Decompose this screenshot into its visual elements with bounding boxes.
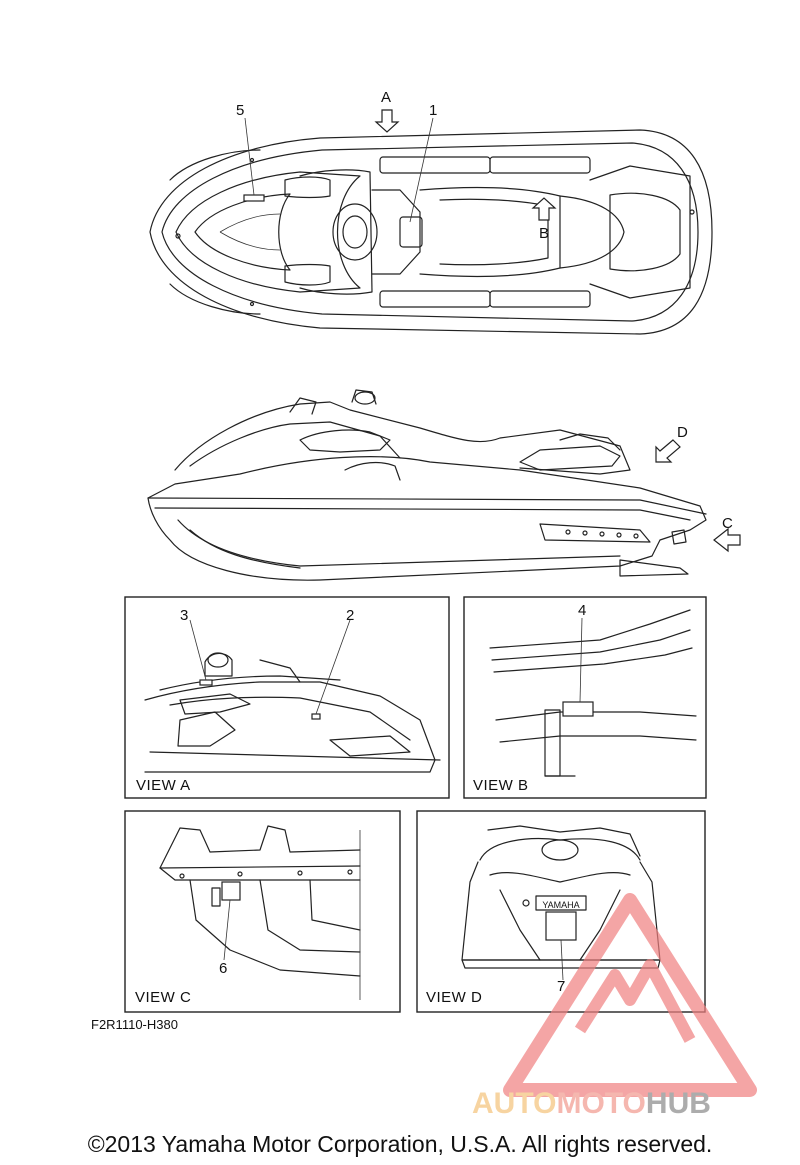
callout-b-top: B	[539, 225, 549, 242]
view-d-label: VIEW D	[426, 989, 482, 1006]
brand-plate: YAMAHA	[542, 900, 579, 910]
callout-7: 7	[557, 978, 565, 995]
watermark-auto: AUTO	[472, 1087, 556, 1120]
callout-c-side: C	[722, 515, 733, 532]
watercraft-top-view	[149, 109, 713, 335]
watercraft-side-view	[147, 389, 741, 581]
watermark: AUTOMOTOHUB	[472, 893, 757, 1120]
callout-6: 6	[219, 960, 227, 977]
watermark-hub: HUB	[646, 1087, 711, 1120]
callout-d-side: D	[677, 424, 688, 441]
callout-2: 2	[346, 607, 354, 624]
view-a-label: VIEW A	[136, 777, 191, 794]
view-b-panel	[463, 596, 707, 799]
copyright-notice: ©2013 Yamaha Motor Corporation, U.S.A. A…	[88, 1131, 713, 1157]
drawing-code: F2R1110-H380	[91, 1017, 178, 1032]
view-c-label: VIEW C	[135, 989, 191, 1006]
watermark-logo	[503, 893, 757, 1097]
callout-4: 4	[578, 602, 586, 619]
callout-3: 3	[180, 607, 188, 624]
callout-1: 1	[429, 102, 437, 119]
callout-5: 5	[236, 102, 244, 119]
view-b-label: VIEW B	[473, 777, 529, 794]
view-c-panel	[124, 810, 401, 1013]
watermark-moto: MOTO	[556, 1087, 645, 1120]
watermark-text: AUTOMOTOHUB	[472, 1087, 711, 1120]
view-a-panel	[124, 596, 450, 799]
callout-a-top: A	[381, 89, 391, 106]
